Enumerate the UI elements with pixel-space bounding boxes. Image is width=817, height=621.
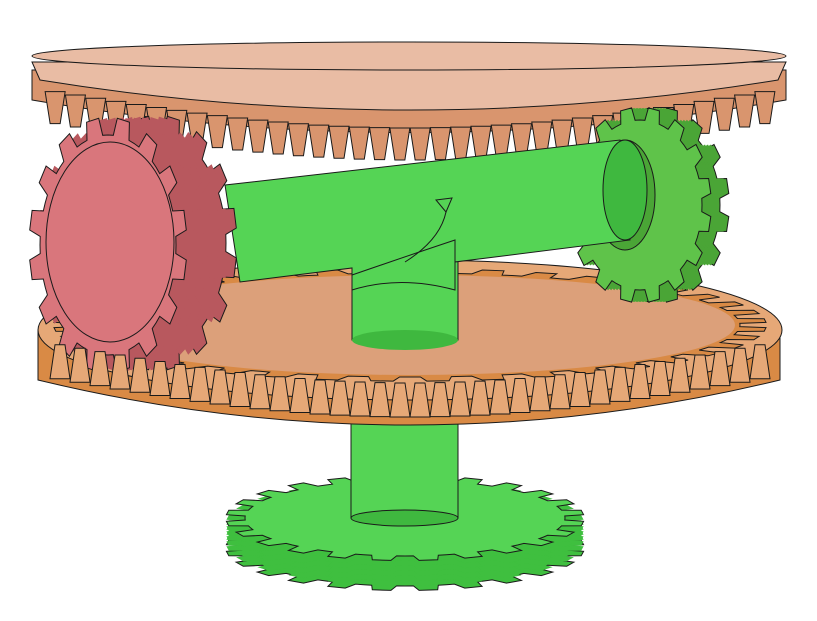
- bottom-ring-tooth: [369, 382, 391, 418]
- shaft-junction-marker: [435, 197, 453, 213]
- bottom-ring-tooth: [709, 351, 731, 387]
- bottom-ring-tooth: [129, 357, 151, 393]
- top-ring-tooth: [247, 119, 269, 153]
- bottom-ring-tooth: [109, 354, 131, 390]
- top-ring-tooth: [287, 123, 310, 157]
- bottom-ring-tooth: [149, 360, 171, 396]
- top-ring-tooth: [44, 91, 66, 125]
- top-ring-tooth: [713, 97, 735, 131]
- bottom-ring-tooth: [409, 382, 431, 418]
- bottom-ring-tooth: [589, 369, 611, 405]
- lower-shaft-end: [350, 509, 459, 527]
- shaft-junction-curve: [351, 239, 456, 276]
- top-ring-tooth: [206, 115, 228, 149]
- bottom-ring-tooth: [749, 344, 771, 380]
- bottom-ring-tooth: [469, 380, 491, 416]
- bottom-ring-tooth: [609, 366, 631, 402]
- top-ring-tooth: [64, 94, 87, 128]
- bottom-ring-tooth: [729, 347, 751, 383]
- bottom-ring-gear-front-teeth: [49, 344, 771, 418]
- top-ring-tooth: [409, 127, 431, 161]
- top-ring-tooth: [348, 126, 370, 160]
- top-ring-tooth: [754, 91, 776, 125]
- bottom-ring-tooth: [69, 347, 91, 383]
- bottom-ring-tooth: [569, 371, 591, 407]
- bottom-ring-tooth: [229, 371, 251, 407]
- bottom-ring-tooth: [309, 379, 331, 415]
- lower-shaft-body: [350, 419, 459, 519]
- top-ring-tooth: [470, 125, 492, 159]
- lower-shaft: [350, 419, 459, 527]
- bottom-ring-tooth: [549, 374, 571, 410]
- top-ring-tooth: [227, 117, 249, 151]
- bottom-ring-tooth: [429, 382, 451, 418]
- top-ring-tooth: [450, 126, 472, 160]
- top-ring-tooth: [429, 127, 452, 161]
- horizontal-shaft-end: [602, 139, 648, 241]
- bottom-ring-tooth: [49, 344, 71, 380]
- top-ring-tooth: [733, 94, 756, 128]
- top-ring-top-face: [31, 41, 787, 71]
- top-ring-tooth: [389, 127, 411, 161]
- top-ring-tooth: [267, 121, 289, 155]
- bottom-ring-tooth: [649, 360, 671, 396]
- top-ring-band: [31, 61, 787, 111]
- vertical-shaft-base: [352, 330, 458, 350]
- bottom-ring-tooth: [689, 354, 711, 390]
- top-ring-tooth: [328, 125, 350, 159]
- bottom-ring-tooth: [209, 369, 231, 405]
- top-ring-gear: [31, 41, 787, 161]
- bottom-ring-tooth: [529, 376, 551, 412]
- shaft-junction-arc: [404, 211, 447, 263]
- bottom-ring-tooth: [269, 376, 291, 412]
- horizontal-shaft: [224, 139, 648, 291]
- bottom-ring-tooth: [289, 377, 311, 413]
- left-pinion-hub-face: [45, 141, 175, 343]
- bottom-ring-tooth: [349, 381, 371, 417]
- bottom-ring-tooth: [389, 382, 411, 418]
- bottom-ring-tooth: [449, 381, 471, 417]
- bottom-ring-tooth: [489, 379, 511, 415]
- top-ring-tooth: [368, 127, 391, 161]
- left-pinion-gear: [29, 115, 237, 373]
- top-ring-tooth: [308, 124, 330, 158]
- bottom-ring-tooth: [669, 357, 691, 393]
- bottom-ring-tooth: [189, 366, 211, 402]
- bottom-ring-tooth: [509, 377, 531, 413]
- bottom-ring-tooth: [169, 363, 191, 399]
- bottom-ring-tooth: [329, 380, 351, 416]
- bottom-ring-tooth: [629, 363, 651, 399]
- bottom-ring-tooth: [89, 351, 111, 387]
- horizontal-shaft-body: [224, 139, 631, 291]
- bottom-ring-tooth: [249, 374, 271, 410]
